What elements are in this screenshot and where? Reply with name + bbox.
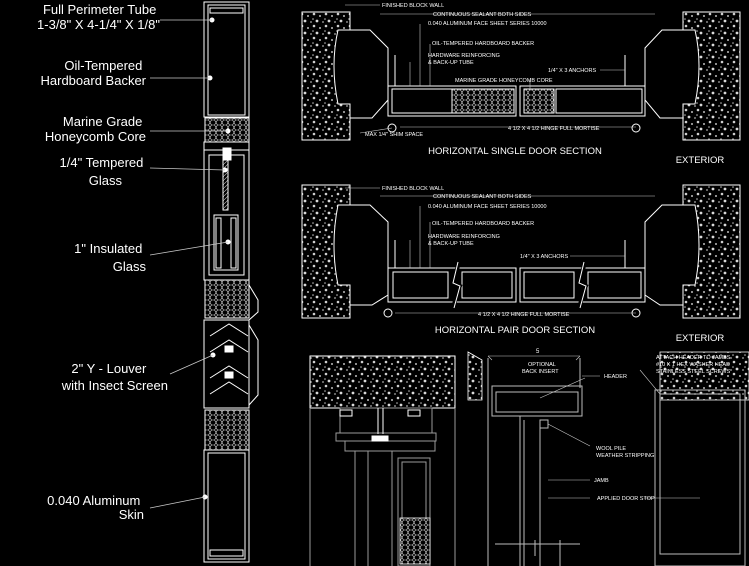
note-finished-block-wall: FINISHED BLOCK WALL <box>382 3 444 9</box>
note-hardware-reinforcing: HARDWARE REINFORCING <box>428 53 500 59</box>
note-shim-space: MAX 1/4" SHIM SPACE <box>365 132 423 138</box>
block-wall-left <box>301 11 351 141</box>
callout-y-louver: 2" Y - Louver with Insect Screen <box>61 361 168 393</box>
vertical-door-section <box>202 1 259 563</box>
pair-door-section: FINISHED BLOCK WALL CONTINUOUS SEALANT B… <box>301 184 741 344</box>
pair-note-hardboard-backer: OIL-TEMPERED HARDBOARD BACKER <box>432 221 534 227</box>
callout-insulated-glass: 1" Insulated Glass <box>74 241 146 274</box>
head-elevation-detail <box>309 355 456 566</box>
single-door-section: FINISHED BLOCK WALL CONTINUOUS SEALANT B… <box>301 3 741 166</box>
callout-hardboard-backer: Oil-Tempered Hardboard Backer <box>41 58 147 88</box>
note-back-insert: BACK INSERT <box>522 369 559 375</box>
head-jamb-detail: 5 OPTIONAL BACK INSERT HEADER ATTACH HEA… <box>467 349 749 566</box>
callout-tempered-glass: 1/4" Tempered Glass <box>60 155 148 188</box>
callout-honeycomb-core: Marine Grade Honeycomb Core <box>45 114 146 144</box>
pair-section-title: HORIZONTAL PAIR DOOR SECTION <box>435 325 595 336</box>
pair-note-anchors: 1/4" X 3 ANCHORS <box>520 254 568 260</box>
callout-aluminum-skin: 0.040 Aluminum Skin <box>47 493 144 522</box>
pair-note-aluminum-face-sheet: 0.040 ALUMINUM FACE SHEET SERIES 10000 <box>428 204 547 210</box>
note-header: HEADER <box>604 374 627 380</box>
note-back-up-tube: & BACK-UP TUBE <box>428 60 474 66</box>
pair-note-hardware-reinforcing: HARDWARE REINFORCING <box>428 234 500 240</box>
note-hinge-mortise: 4 1/2 X 4 1/2 HINGE FULL MORTISE <box>508 126 600 132</box>
callout-leaders <box>149 19 229 509</box>
dimension-five: 5 <box>536 349 540 355</box>
note-anchors: 1/4" X 3 ANCHORS <box>548 68 596 74</box>
block-wall-right <box>682 11 741 141</box>
note-continuous-sealant: CONTINUOUS SEALANT BOTH SIDES <box>433 12 532 18</box>
note-honeycomb-core: MARINE GRADE HONEYCOMB CORE <box>455 78 553 84</box>
note-hex-washer-screw: #10 X 1 HEX WASHER HEAD <box>656 362 730 368</box>
block-wall-right-pair <box>682 184 741 319</box>
note-aluminum-face-sheet: 0.040 ALUMINUM FACE SHEET SERIES 10000 <box>428 21 547 27</box>
callout-perimeter-tube: Full Perimeter Tube 1-3/8" X 4-1/4" X 1/… <box>37 2 160 32</box>
pair-note-hinge-mortise: 4 1/2 X 4 1/2 HINGE FULL MORTISE <box>478 312 570 318</box>
note-weather-stripping: WEATHER STRIPPING <box>596 453 654 459</box>
note-wool-pile: WOOL PILE <box>596 446 626 452</box>
pair-note-finished-block-wall: FINISHED BLOCK WALL <box>382 186 444 192</box>
note-attach-header: ATTACH HEADER TO JAMBS <box>656 355 731 361</box>
pair-note-continuous-sealant: CONTINUOUS SEALANT BOTH SIDES <box>433 194 532 200</box>
note-jamb: JAMB <box>594 478 609 484</box>
left-callouts: Full Perimeter Tube 1-3/8" X 4-1/4" X 1/… <box>37 2 168 522</box>
single-section-exterior: EXTERIOR <box>676 155 725 166</box>
pair-note-back-up-tube: & BACK-UP TUBE <box>428 241 474 247</box>
note-hardboard-backer: OIL-TEMPERED HARDBOARD BACKER <box>432 41 534 47</box>
note-optional: OPTIONAL <box>528 362 556 368</box>
pair-section-exterior: EXTERIOR <box>676 333 725 344</box>
note-stainless-screws: STAINLESS STEEL SCREWS <box>656 369 731 375</box>
block-wall-left-pair <box>301 184 351 319</box>
single-section-title: HORIZONTAL SINGLE DOOR SECTION <box>428 146 602 157</box>
note-applied-door-stop: APPLIED DOOR STOP <box>597 496 655 502</box>
